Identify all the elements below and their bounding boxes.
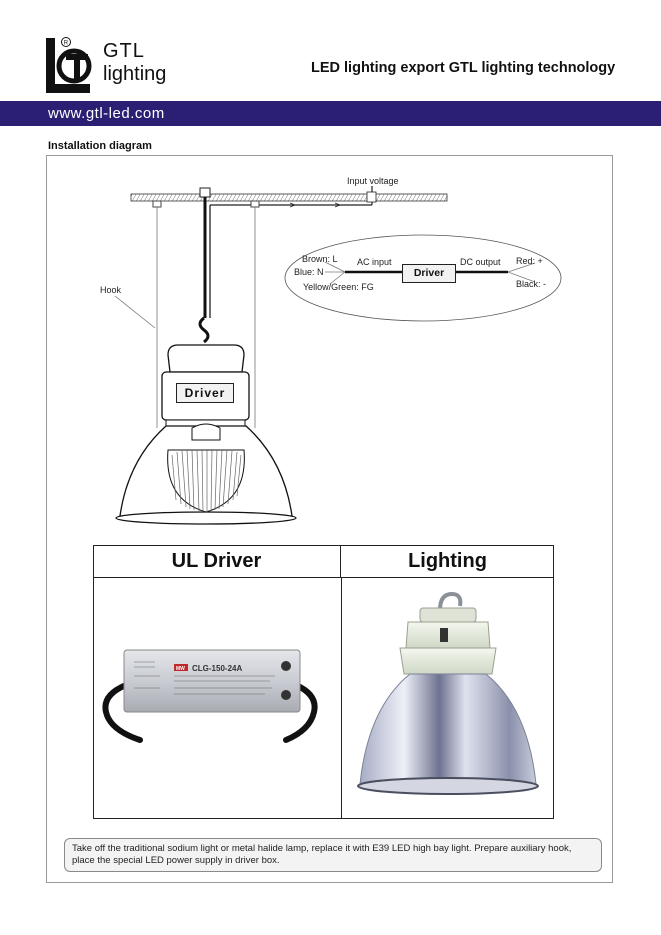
table-header-driver: UL Driver	[93, 545, 341, 578]
installation-diagram	[114, 186, 562, 525]
table-header-lighting: Lighting	[341, 545, 554, 578]
svg-text:MW: MW	[176, 666, 185, 672]
installation-note: Take off the traditional sodium light or…	[64, 838, 602, 872]
lamp-driver-label: Driver	[176, 383, 234, 403]
table-divider	[341, 578, 342, 819]
wire-brown-label: Brown: L	[302, 254, 338, 264]
wiring-driver-box: Driver	[402, 264, 456, 283]
company-logo: R	[42, 36, 102, 96]
lamp-cap	[167, 344, 245, 373]
driver-model-text: CLG-150-24A	[192, 664, 242, 673]
input-voltage-label: Input voltage	[347, 176, 399, 186]
lighting-image	[357, 591, 539, 795]
header-bar	[0, 101, 661, 126]
hook-label: Hook	[100, 285, 122, 295]
content-frame	[46, 155, 613, 883]
brand-name: GTL	[103, 40, 145, 62]
brand-subname: lighting	[103, 63, 167, 85]
ul-driver-image: MW CLG-150-24A	[102, 649, 318, 743]
wire-blue-label: Blue: N	[294, 267, 324, 277]
wire-red-label: Red: +	[516, 256, 543, 266]
product-table	[93, 545, 554, 819]
dc-output-label: DC output	[460, 257, 501, 267]
svg-text:R: R	[64, 41, 69, 47]
website-url[interactable]: www.gtl-led.com	[48, 105, 165, 122]
meanwell-logo	[174, 664, 188, 671]
wire-yellow-green-label: Yellow/Green: FG	[303, 282, 374, 292]
section-title: Installation diagram	[48, 140, 152, 152]
wire-black-label: Black: -	[516, 279, 547, 289]
ac-input-label: AC input	[357, 257, 392, 267]
header-tagline: LED lighting export GTL lighting technol…	[311, 60, 616, 76]
ceiling-beam	[130, 193, 448, 202]
